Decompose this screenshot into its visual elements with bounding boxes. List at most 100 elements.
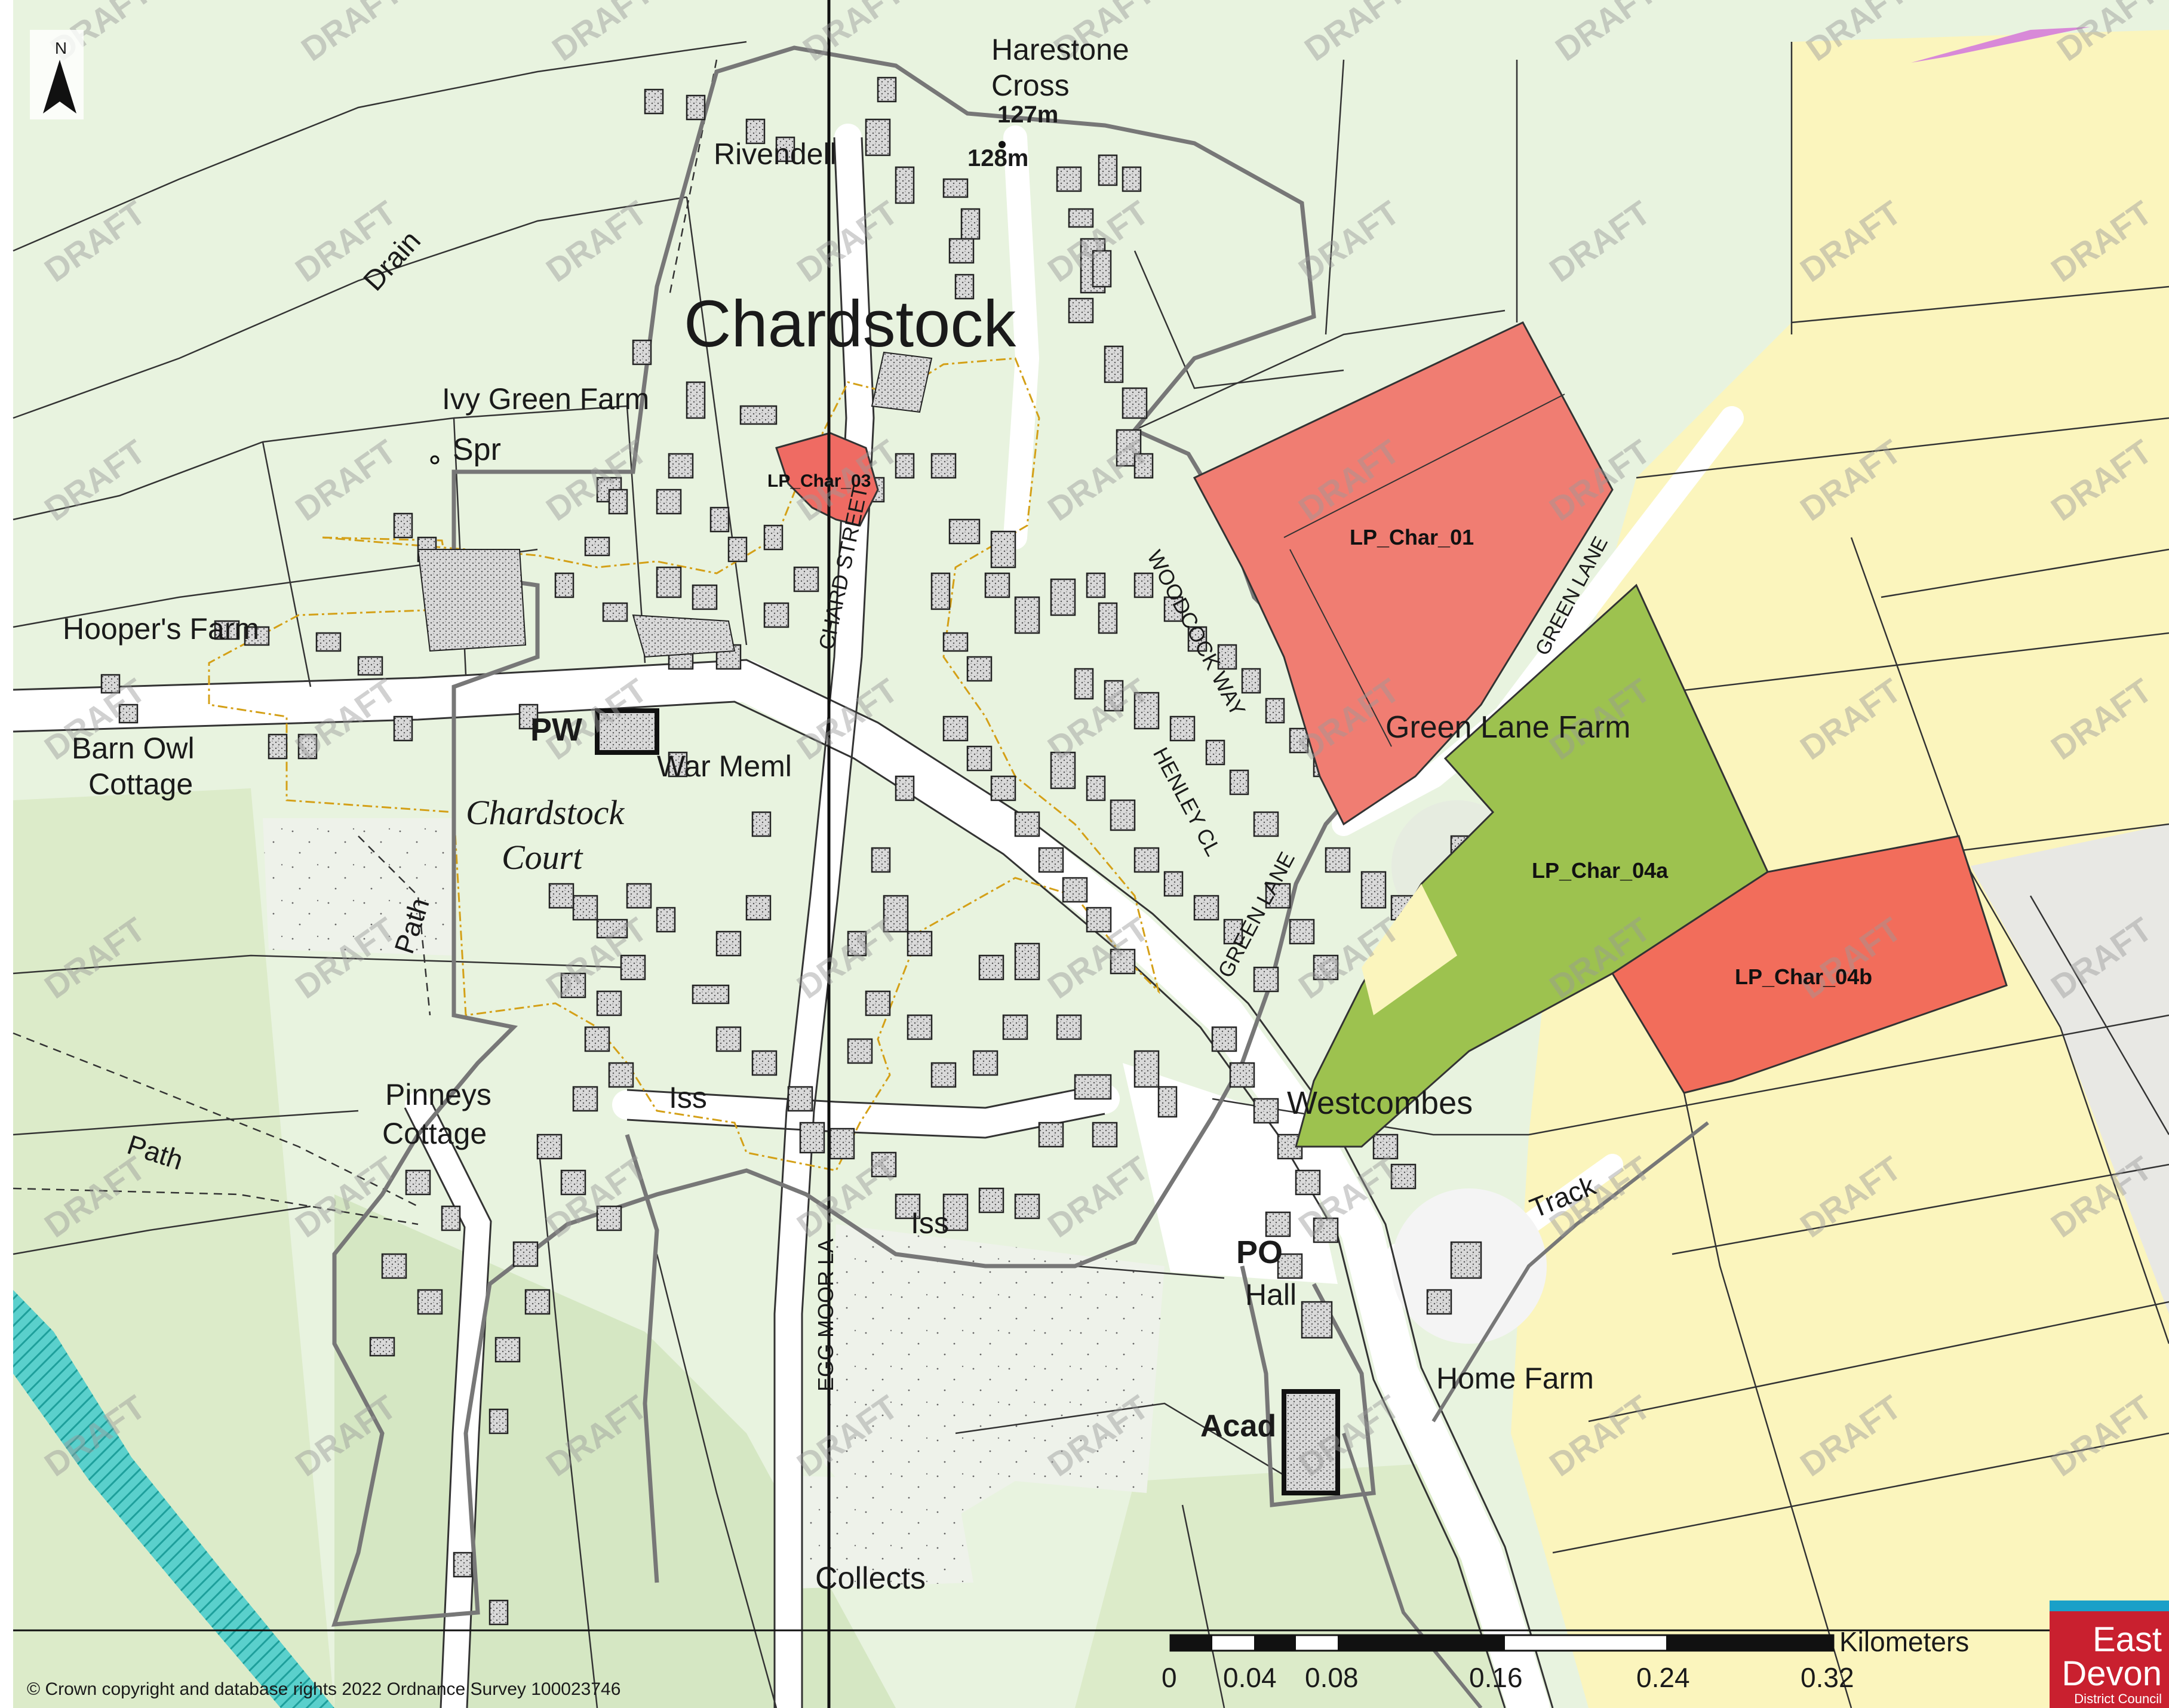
- building: [751, 1050, 778, 1076]
- building: [656, 907, 676, 933]
- site-lp-char-03: [775, 432, 879, 527]
- building: [1133, 572, 1154, 598]
- stipple-area-1: [632, 614, 736, 658]
- grey-field: [1971, 824, 2169, 1314]
- label-spr: Spr: [453, 432, 501, 467]
- building: [644, 88, 664, 115]
- building: [715, 930, 742, 957]
- building: [1014, 811, 1040, 837]
- building: [1289, 918, 1315, 945]
- building: [118, 704, 139, 724]
- building: [494, 1337, 521, 1363]
- building: [1104, 680, 1124, 712]
- settlement-boundary: [331, 45, 1377, 1627]
- building: [1074, 1074, 1112, 1100]
- building: [1122, 166, 1142, 192]
- building: [572, 895, 598, 921]
- site-lp-char-04a: [1295, 583, 1769, 1148]
- building: [907, 930, 933, 957]
- scale-tick-004: 0.04: [1223, 1662, 1277, 1693]
- building: [1313, 1217, 1339, 1243]
- building: [954, 274, 975, 300]
- building: [1092, 250, 1112, 288]
- building: [1169, 715, 1196, 742]
- building: [942, 632, 969, 652]
- building: [1205, 739, 1225, 766]
- logo-line-1: East: [2093, 1620, 2162, 1659]
- building: [1265, 698, 1285, 724]
- logo-line-3: District Council: [2074, 1691, 2162, 1706]
- building: [1301, 1301, 1333, 1339]
- building: [572, 1086, 598, 1112]
- building: [739, 405, 778, 425]
- building: [1038, 847, 1064, 873]
- building: [948, 238, 975, 264]
- label-pinneys: Pinneys: [385, 1078, 491, 1111]
- building: [1014, 942, 1040, 981]
- site-label-04a: LP_Char_04a: [1532, 858, 1669, 883]
- building: [1253, 966, 1279, 993]
- label-collects: Collects: [815, 1561, 926, 1596]
- building: [357, 656, 383, 676]
- building: [1217, 644, 1237, 670]
- label-barn-owl: Barn Owl: [72, 732, 195, 765]
- building: [1360, 871, 1387, 909]
- label-acad: Acad: [1200, 1409, 1276, 1443]
- building: [1133, 847, 1160, 873]
- building: [608, 1062, 634, 1088]
- building: [942, 178, 969, 198]
- scale-tick-008: 0.08: [1305, 1662, 1359, 1693]
- building: [1193, 895, 1219, 921]
- building: [512, 1241, 539, 1267]
- building: [656, 566, 682, 598]
- building: [1163, 596, 1184, 622]
- stipple-area-2: [417, 549, 527, 652]
- boundary-acad: [1240, 1265, 1376, 1507]
- building: [966, 656, 993, 682]
- label-westcombes: Westcombes: [1287, 1085, 1473, 1121]
- building: [1062, 877, 1088, 903]
- building: [763, 602, 789, 628]
- building: [745, 118, 766, 145]
- building: [453, 1552, 473, 1578]
- building: [369, 1337, 395, 1357]
- building: [865, 118, 891, 156]
- building: [268, 733, 288, 760]
- building: [907, 1014, 933, 1040]
- building: [692, 584, 718, 610]
- label-hoopers-farm: Hooper's Farm: [63, 612, 259, 646]
- building: [1086, 572, 1106, 598]
- label-height-127m: 127m: [997, 102, 1058, 128]
- building: [930, 453, 957, 479]
- building: [847, 1038, 873, 1064]
- building: [554, 572, 574, 598]
- building: [930, 572, 951, 610]
- building: [715, 1026, 742, 1052]
- building: [1450, 1241, 1482, 1279]
- building: [1211, 1026, 1237, 1052]
- scale-tick-0: 0: [1162, 1662, 1177, 1693]
- site-label-03: LP_Char_03: [767, 471, 871, 491]
- building: [1313, 954, 1339, 981]
- building: [990, 530, 1016, 569]
- building: [596, 918, 628, 939]
- building: [518, 704, 539, 730]
- label-po: PO: [1236, 1234, 1283, 1270]
- boundary-south-east: [1342, 1433, 1483, 1708]
- label-egg-moor-la: EGG MOOR LA: [813, 1239, 838, 1391]
- building: [1187, 626, 1208, 652]
- building: [489, 1599, 509, 1626]
- building: [978, 954, 1004, 981]
- building: [244, 626, 270, 646]
- building: [548, 883, 574, 909]
- building: [1390, 1163, 1417, 1190]
- building: [596, 990, 622, 1016]
- building: [990, 775, 1016, 801]
- boundary-south-inner: [625, 1133, 659, 1583]
- building: [626, 883, 652, 909]
- scale-tick-032: 0.32: [1801, 1662, 1854, 1693]
- building: [560, 972, 586, 999]
- building: [1122, 387, 1148, 419]
- site-label-01: LP_Char_01: [1350, 525, 1474, 549]
